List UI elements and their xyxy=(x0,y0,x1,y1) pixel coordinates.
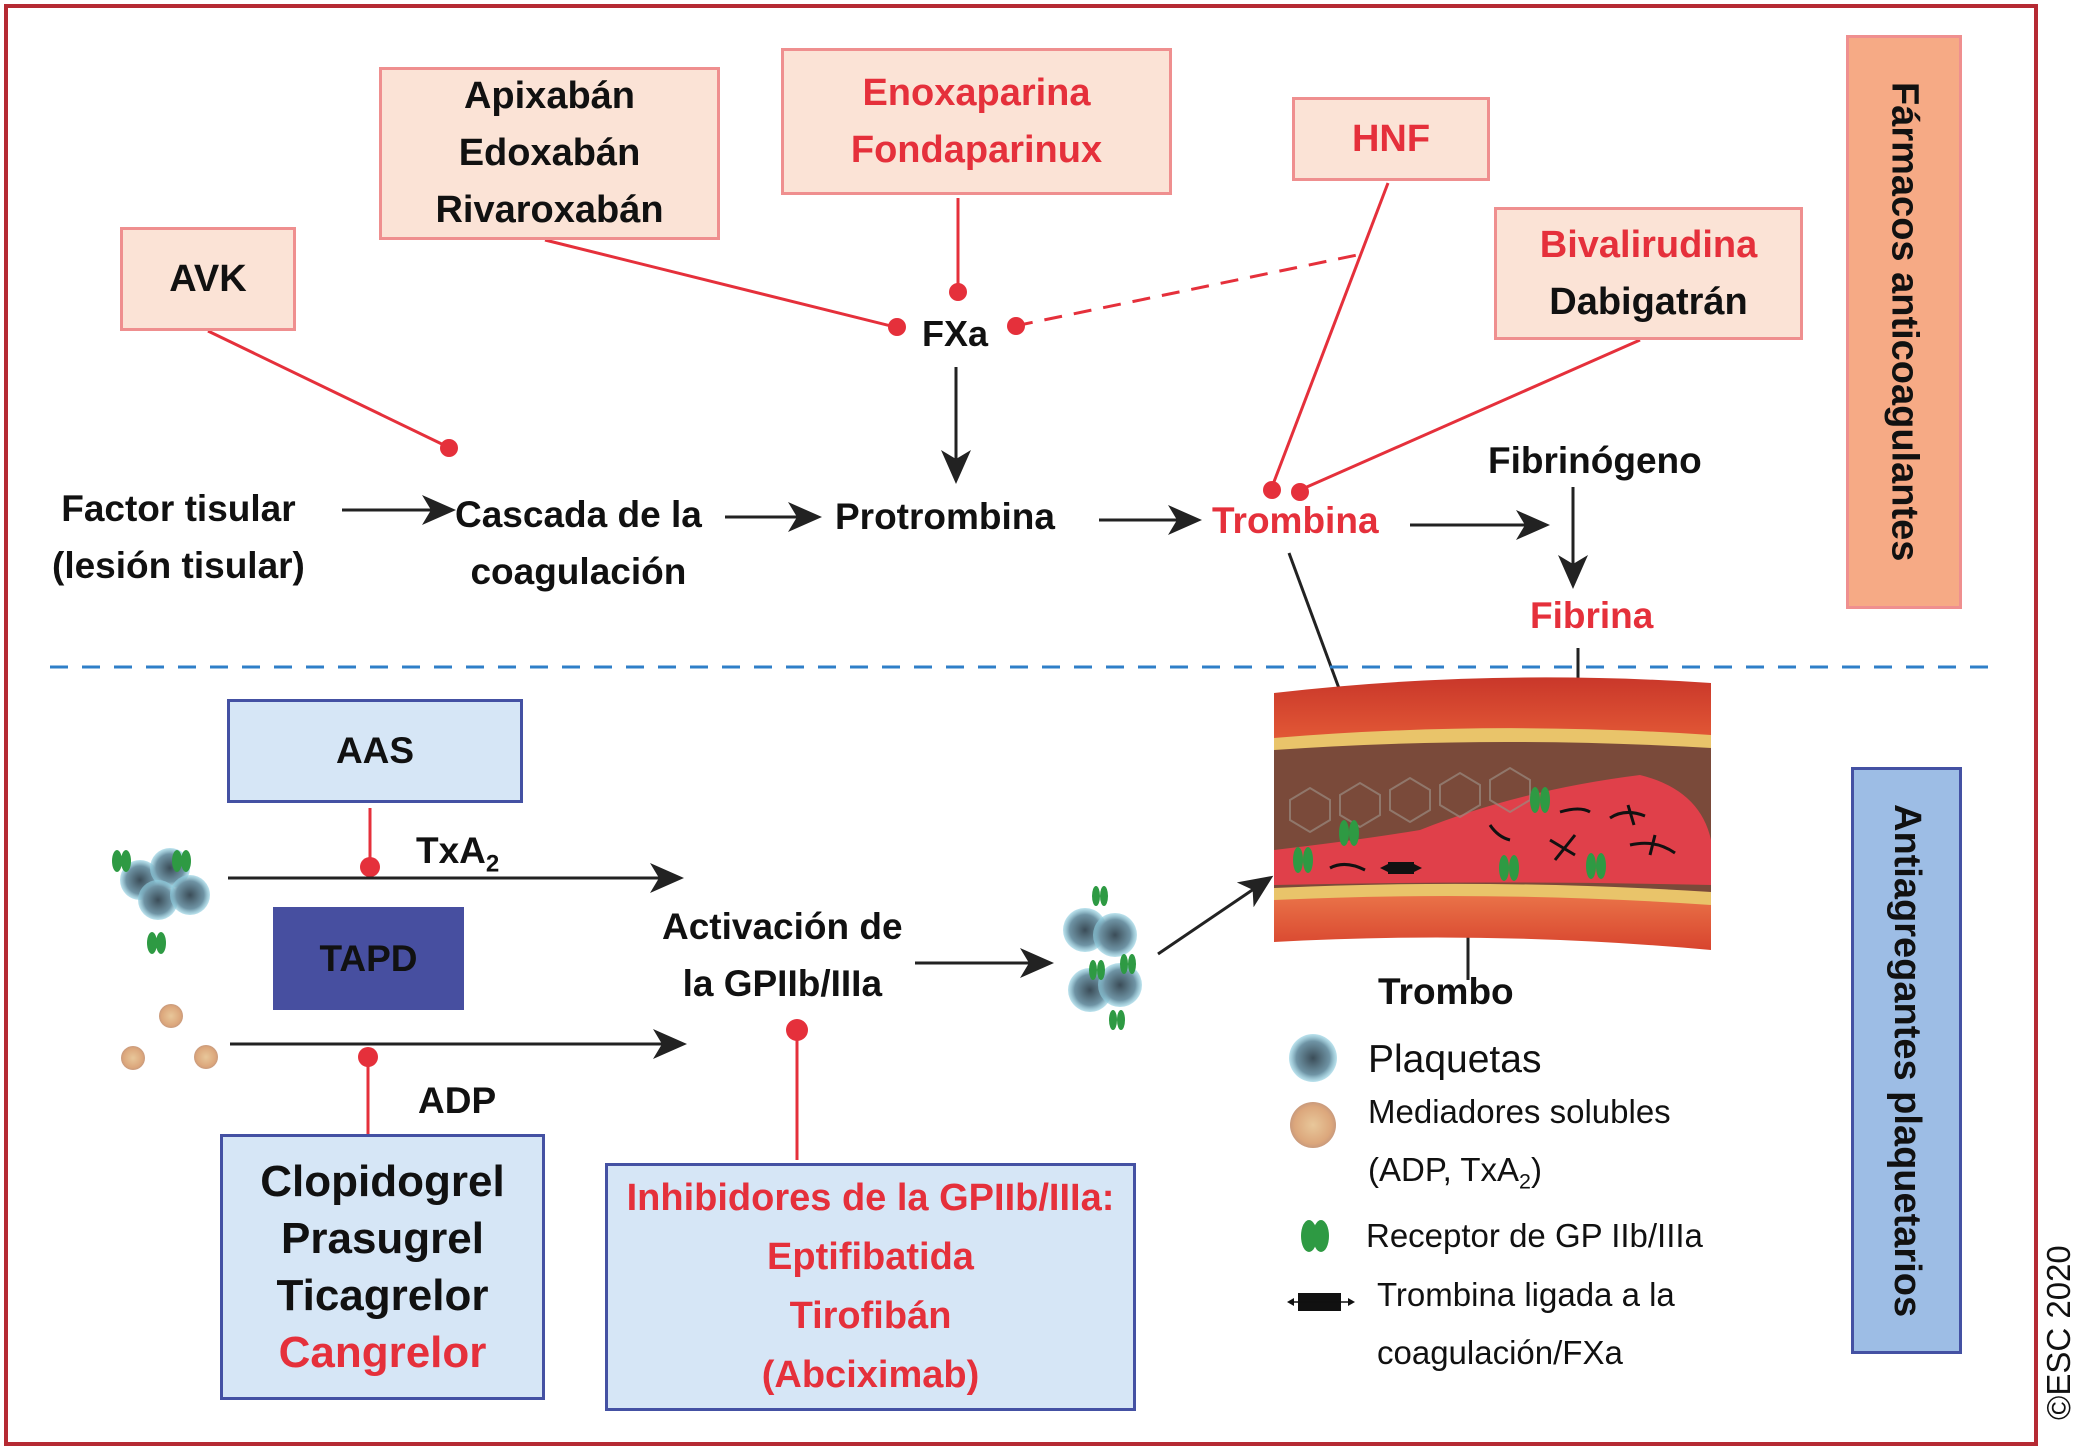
bound-thrombin-icon xyxy=(1287,1293,1355,1311)
inhibition-lines xyxy=(207,182,1641,1160)
drug-label: Clopidogrel xyxy=(260,1156,505,1206)
drug-label: Bivalirudina xyxy=(1539,223,1758,266)
drug-label: Ticagrelor xyxy=(276,1271,489,1320)
txa2-label: TxA2 xyxy=(416,830,500,878)
aas-label: AAS xyxy=(335,730,415,772)
drug-label: Apixabán xyxy=(463,75,636,117)
thrombin-label: Trombina xyxy=(1212,500,1379,541)
gp-receptor-icon xyxy=(1301,1220,1329,1252)
antiplatelets-section-label: Antiagregantes plaquetarios xyxy=(1851,767,1962,1354)
avk-box: AVK xyxy=(120,227,296,331)
gp-dot xyxy=(786,1019,808,1041)
xa-inhibit-line xyxy=(544,238,896,329)
dti-thrombin-dot xyxy=(1291,483,1309,501)
fibrinogen-label: Fibrinógeno xyxy=(1488,440,1702,481)
vessel-receptors xyxy=(1293,787,1606,881)
hnf-fxa-dot xyxy=(1007,317,1025,335)
heparins-box: Enoxaparina Fondaparinux xyxy=(781,48,1172,195)
drug-label: Dabigatrán xyxy=(1549,280,1748,323)
arrow-aggregate-to-vessel xyxy=(1157,875,1274,956)
drug-label: Rivaroxabán xyxy=(435,189,664,231)
platelet-icon xyxy=(1289,1034,1337,1082)
avk-dot xyxy=(440,439,458,457)
hnf-fxa-dashed-line xyxy=(1014,252,1363,328)
platelet-aggregate xyxy=(1063,886,1142,1030)
heparin-dot xyxy=(949,283,967,301)
tapd-box: TAPD xyxy=(273,907,464,1010)
legend-platelets: Plaquetas xyxy=(1368,1038,1542,1081)
avk-label: AVK xyxy=(169,257,247,300)
soluble-mediator-icon xyxy=(1290,1102,1336,1148)
soluble-mediators-left xyxy=(121,1004,218,1070)
adp-label: ADP xyxy=(418,1080,497,1121)
fibrin-strands xyxy=(1329,804,1676,872)
platelet-cluster-left xyxy=(112,848,210,954)
legend-bound-thrombin: Trombina ligada a la coagulación/FXa xyxy=(1377,1276,1675,1371)
legend-mediators: Mediadores solubles (ADP, TxA2) xyxy=(1368,1093,1671,1194)
drug-label: Enoxaparina xyxy=(862,71,1091,114)
diagram-frame xyxy=(4,4,2038,1446)
dti-thrombin-line xyxy=(1299,338,1641,492)
aas-box: AAS xyxy=(227,699,523,803)
xa-inhibitors-box: Apixabán Edoxabán Rivaroxabán xyxy=(379,67,720,240)
thrombus-label: Trombo xyxy=(1378,971,1514,1012)
drug-label: Eptifibatida xyxy=(767,1236,974,1279)
anticoagulants-section-label: Fármacos anticoagulantes xyxy=(1846,35,1962,609)
prothrombin-label: Protrombina xyxy=(835,496,1055,537)
tapd-label: TAPD xyxy=(319,937,418,979)
drug-label: Fondaparinux xyxy=(850,128,1103,171)
inhibition-dots xyxy=(358,283,1309,1067)
gp-activation-label: Activación de la GPIIb/IIIa xyxy=(662,906,903,1005)
aas-dot xyxy=(360,857,380,877)
drug-label: Cangrelor xyxy=(278,1328,487,1378)
fxa-label: FXa xyxy=(922,313,989,354)
xa-dot xyxy=(888,318,906,336)
factor-tisular-label: Factor tisular (lesión tisular) xyxy=(52,488,305,587)
vessel-illustration xyxy=(1274,677,1711,950)
cascade-label: Cascada de la coagulación xyxy=(455,494,702,593)
hnf-thrombin-line xyxy=(1270,182,1390,488)
p2y12-dot xyxy=(358,1047,378,1067)
gp-inhibitors-title: Inhibidores de la GPIIb/IIIa: xyxy=(626,1177,1115,1220)
fibrin-label: Fibrina xyxy=(1530,595,1654,636)
vessel-bound-thrombin xyxy=(1380,862,1422,874)
gp-inhibitors-box: Inhibidores de la GPIIb/IIIa: Eptifibati… xyxy=(605,1163,1136,1411)
drug-label: (Abciximab) xyxy=(761,1353,980,1396)
hnf-label: HNF xyxy=(1351,117,1431,160)
hnf-box: HNF xyxy=(1292,97,1490,181)
drug-label: Prasugrel xyxy=(281,1213,484,1263)
copyright: ©ESC 2020 xyxy=(2040,1245,2077,1420)
drug-label: Tirofibán xyxy=(789,1295,952,1337)
drug-label: Edoxabán xyxy=(458,132,641,174)
hnf-thrombin-dot xyxy=(1263,481,1281,499)
avk-inhibit-line xyxy=(207,329,449,449)
legend-receptor: Receptor de GP IIb/IIIa xyxy=(1366,1217,1703,1254)
direct-thrombin-inhibitors-box: Bivalirudina Dabigatrán xyxy=(1494,207,1803,340)
